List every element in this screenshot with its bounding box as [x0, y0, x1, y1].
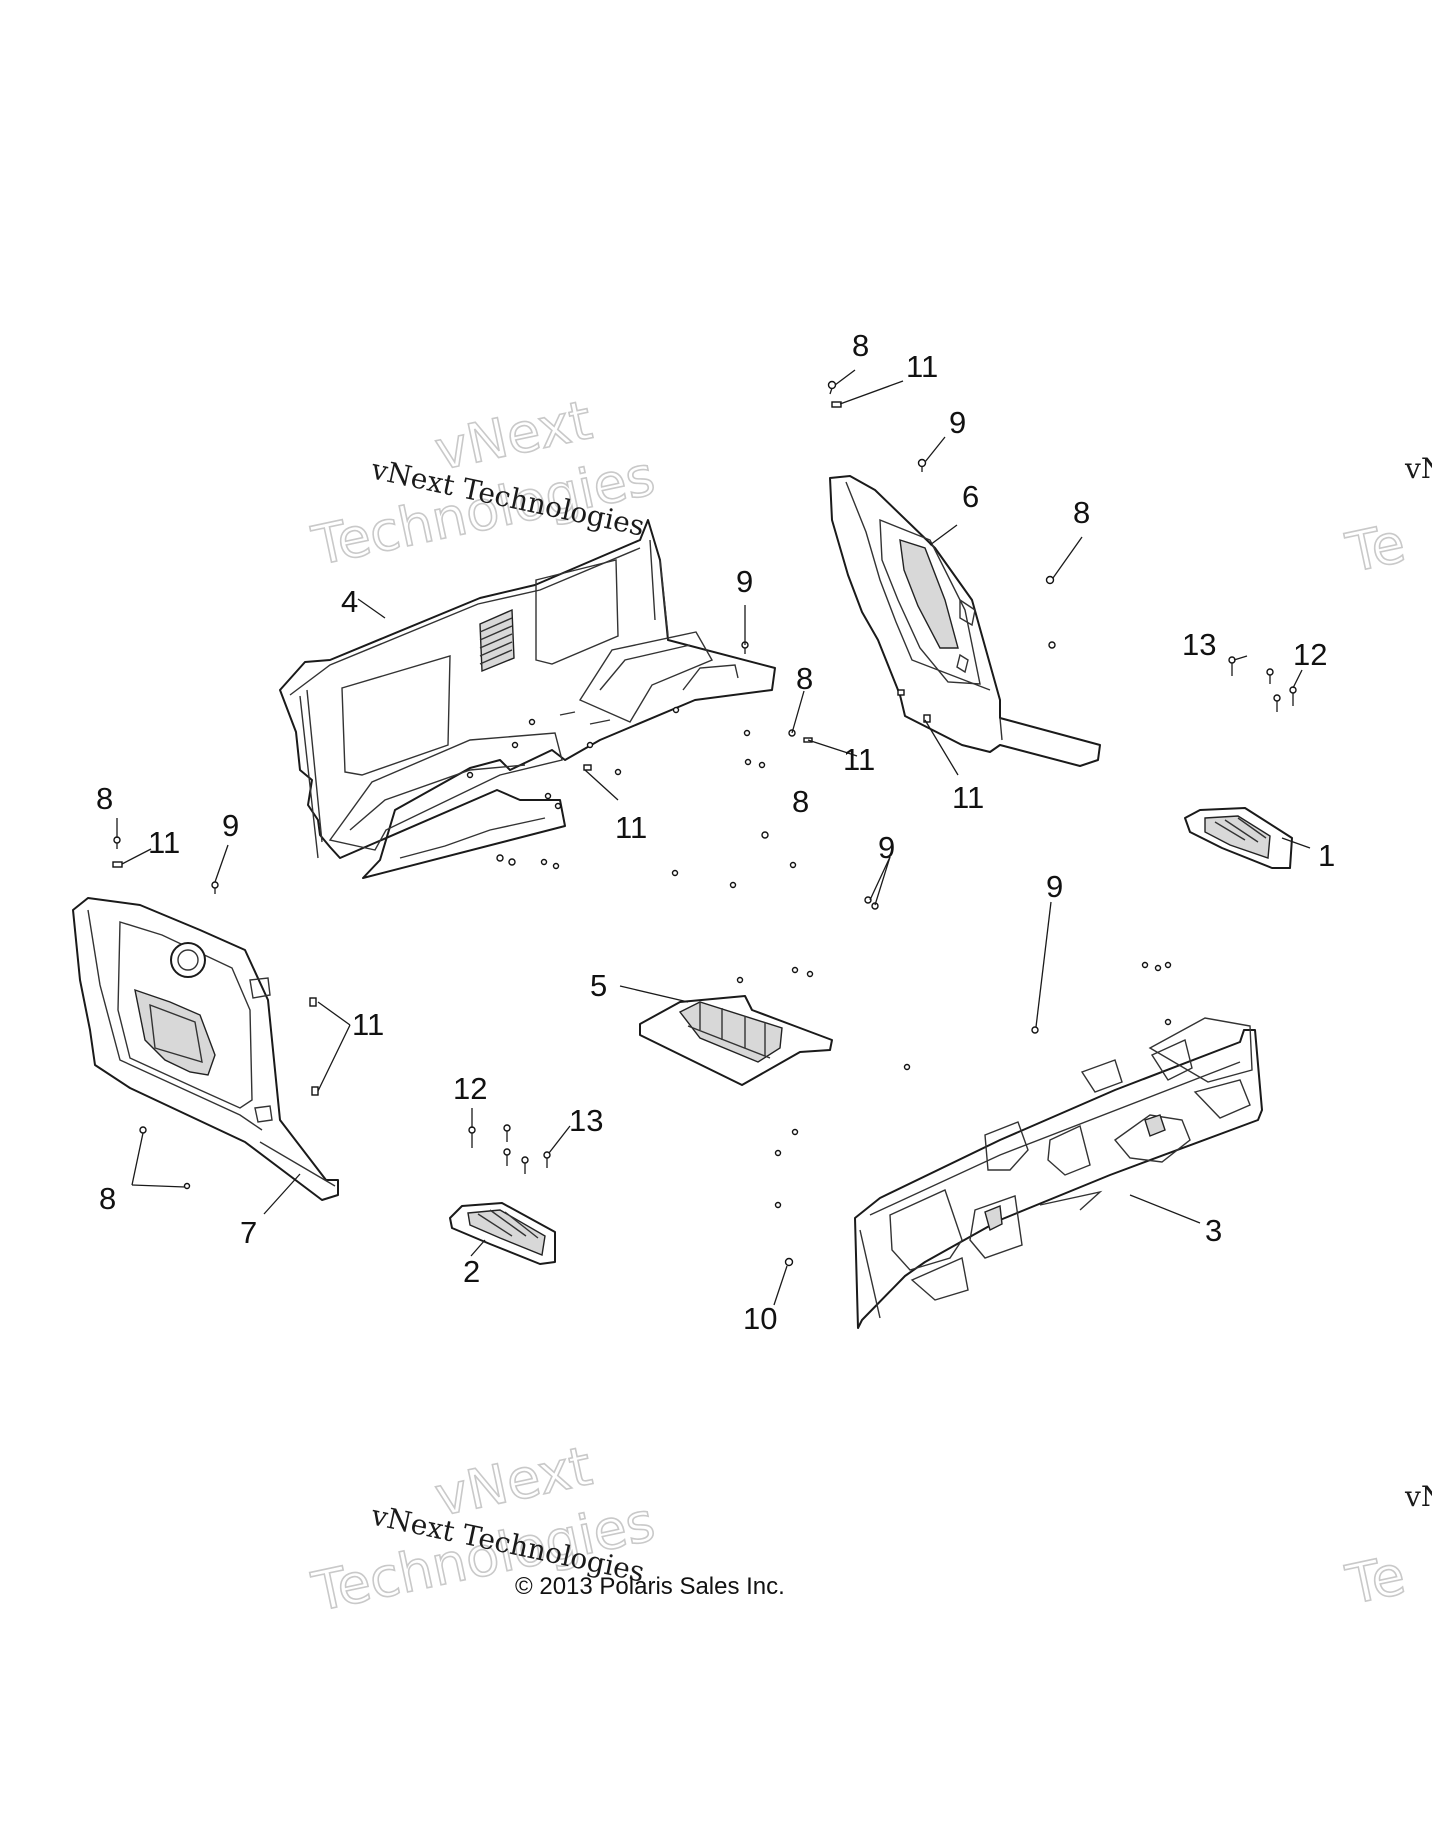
callout-1: 1: [1318, 838, 1335, 873]
callout-11-panel: 11: [615, 810, 647, 845]
screw-icon: [758, 761, 766, 769]
callout-13-right: 13: [1182, 627, 1216, 662]
screw-icon: [743, 729, 751, 737]
screw-icon: [528, 718, 536, 726]
bolt-icon: [521, 1156, 529, 1174]
leader-lines: [116, 369, 1311, 1306]
watermark-top: vNext Technologies vNext Technologies: [306, 387, 661, 578]
part-7-side-panel-left: [72, 897, 339, 1201]
callout-12-left: 12: [453, 1071, 487, 1106]
callout-9-right: 9: [1046, 869, 1063, 904]
callout-11-left-lower: 11: [352, 1007, 384, 1042]
callout-12-right: 12: [1293, 637, 1327, 672]
clip-icon: [112, 861, 123, 868]
screw-icon: [671, 869, 679, 877]
callout-6: 6: [962, 479, 979, 514]
screw-icon: [586, 741, 594, 749]
callout-11-left-upper: 11: [148, 825, 180, 860]
part-4-rear-panel: [279, 519, 776, 879]
callout-11-mid: 11: [843, 742, 875, 777]
part-5-center-plate: [639, 995, 833, 1086]
callout-9-mid: 9: [878, 830, 895, 865]
callout-8-right: 8: [1073, 495, 1090, 530]
screw-icon: [183, 1182, 191, 1190]
callout-8-mid-upper: 8: [796, 661, 813, 696]
screw-icon: [544, 792, 562, 810]
screw-icon: [1048, 641, 1056, 649]
clip-icon: [831, 401, 842, 408]
screw-icon: [139, 1126, 147, 1134]
clip-icon: [309, 997, 317, 1007]
screw-icon: [791, 1128, 799, 1136]
callout-8-mid: 8: [792, 784, 809, 819]
screw-icon: [496, 854, 516, 866]
screw-icon: [917, 458, 927, 472]
screw-icon: [774, 1201, 782, 1209]
callout-10: 10: [743, 1301, 777, 1336]
screw-icon: [466, 771, 474, 779]
callout-2: 2: [463, 1254, 480, 1289]
callout-3: 3: [1205, 1213, 1222, 1248]
bolt-icon: [1273, 694, 1281, 712]
part-1-footrest-right: [1184, 807, 1293, 869]
screw-icon: [744, 758, 752, 766]
callout-5: 5: [590, 968, 607, 1003]
screw-icon: [729, 881, 737, 889]
part-2-footrest-left: [449, 1202, 556, 1265]
screw-icon: [1045, 575, 1055, 585]
bolt-icon: [503, 1124, 511, 1142]
screw-icon: [903, 1063, 911, 1071]
screw-icon: [827, 380, 837, 395]
screw-icon: [1164, 1018, 1172, 1026]
screw-icon: [1031, 1026, 1039, 1034]
screw-icon: [774, 1149, 782, 1157]
bolt-icon: [468, 1126, 476, 1148]
bolt-icon: [1266, 668, 1274, 684]
watermark-edge-outline-bottom: Te: [1341, 1543, 1411, 1617]
clip-icon: [583, 764, 592, 771]
clip-icon: [923, 714, 931, 723]
panel-7-round-cover: [170, 942, 206, 978]
watermark-edge-serif-bottom: vN: [1404, 1480, 1432, 1513]
screw-icon: [784, 1257, 794, 1267]
screw-icon: [113, 836, 121, 849]
callout-8-top: 8: [852, 328, 869, 363]
part-6-side-panel-upper: [829, 475, 1101, 767]
watermark-edge: vN Te vN Te: [1340, 452, 1432, 1618]
watermark-edge-outline-top: Te: [1341, 511, 1411, 585]
callout-9-top: 9: [949, 405, 966, 440]
screw-icon: [614, 768, 622, 776]
clip-icon: [311, 1086, 319, 1096]
callout-8-left-lower: 8: [99, 1181, 116, 1216]
bolt-icon: [543, 1151, 551, 1168]
clip-icon: [897, 689, 905, 696]
callout-11-right: 11: [952, 780, 984, 815]
copyright-notice: © 2013 Polaris Sales Inc.: [515, 1573, 785, 1600]
callout-13-left: 13: [569, 1103, 603, 1138]
screw-icon: [791, 966, 814, 978]
callout-7: 7: [240, 1215, 257, 1250]
callout-9-center: 9: [736, 564, 753, 599]
screw-icon: [672, 706, 680, 714]
screw-icon: [736, 976, 744, 984]
callout-4: 4: [341, 584, 358, 619]
fasteners: [112, 380, 1297, 1267]
watermark-edge-serif-top: vN: [1404, 452, 1432, 485]
screw-icon: [789, 861, 797, 869]
screw-icon: [761, 831, 769, 839]
screw-icon: [511, 741, 519, 749]
screw-icon: [211, 881, 219, 894]
screw-icon: [540, 858, 560, 870]
bolt-icon: [1289, 686, 1297, 706]
callouts: 1 2 3 4 5 6 7 8 8 8 8 8 8 9 9 9 9 9 10 1…: [96, 328, 1335, 1336]
bolt-icon: [503, 1148, 511, 1166]
callout-8-left-upper: 8: [96, 781, 113, 816]
callout-9-left: 9: [222, 808, 239, 843]
screw-icon: [1141, 961, 1172, 972]
part-3-floor-panel: [854, 1017, 1263, 1329]
callout-11-top: 11: [906, 349, 938, 384]
